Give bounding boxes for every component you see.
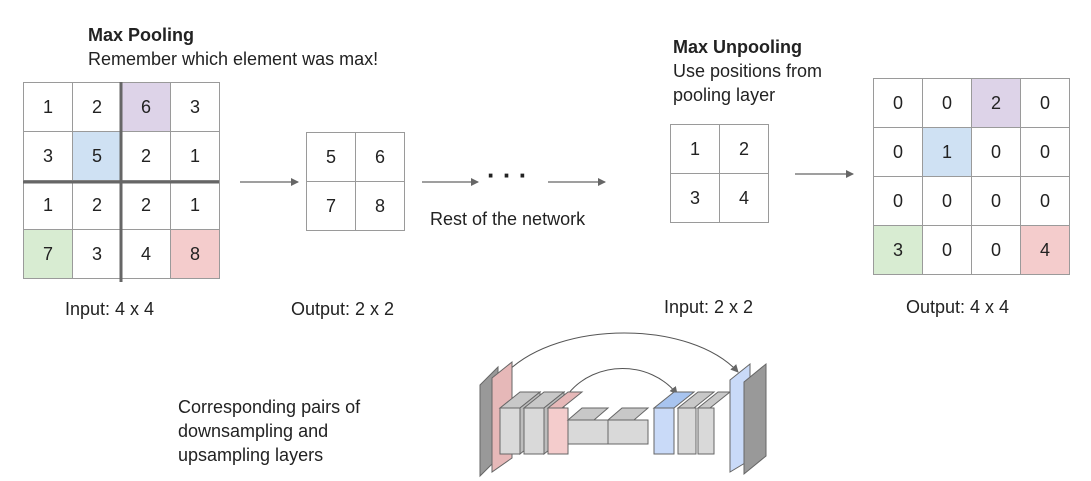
unpooling-input-caption: Input: 2 x 2: [664, 297, 754, 317]
unet-decoder-blocks: [652, 362, 767, 476]
grid-cell: 4: [121, 229, 171, 279]
pooling-output-grid: 5 6 7 8: [306, 132, 405, 231]
unet-block-red: [547, 407, 569, 455]
pooling-input-grid: 1 2 6 3 3 5 2 1 1 2 2 1 7 3 4 8: [23, 82, 220, 279]
unet-block: [523, 407, 545, 455]
grid-cell-purple: 2: [971, 78, 1021, 128]
grid-cell: 1: [170, 131, 220, 181]
grid-cell: 8: [355, 181, 405, 231]
grid-cell: 0: [922, 225, 972, 275]
grid-cell: 4: [719, 173, 769, 223]
grid-cell: 3: [23, 131, 73, 181]
rest-of-network-label: Rest of the network: [430, 209, 586, 229]
table-row: 0 1 0 0: [873, 127, 1070, 177]
unet-block: [566, 407, 610, 421]
max-pooling-title: Max Pooling: [88, 25, 195, 45]
unet-caption-line-2: downsampling and: [178, 421, 329, 441]
grid-cell: 1: [170, 180, 220, 230]
grid-cell: 5: [306, 132, 356, 182]
skip-connection-outer-arc: [506, 332, 739, 373]
grid-cell: 3: [72, 229, 122, 279]
unpooling-subtitle-line-1: Use positions from: [673, 61, 823, 81]
max-pooling-subtitle: Remember which element was max!: [88, 49, 379, 69]
pooling-input-caption: Input: 4 x 4: [65, 299, 155, 319]
unpooling-output-caption: Output: 4 x 4: [906, 297, 1010, 317]
unet-block: [697, 407, 715, 455]
grid-cell-blue: 1: [922, 127, 972, 177]
grid-cell: 6: [355, 132, 405, 182]
grid-cell: 0: [971, 127, 1021, 177]
table-row: 5 6: [306, 132, 405, 182]
grid-cell-max-blue: 5: [72, 131, 122, 181]
table-row: 3 4: [670, 173, 769, 223]
table-row: 3 5 2 1: [23, 131, 220, 181]
unet-block: [677, 407, 697, 455]
skip-connection-inner-arc: [567, 368, 678, 395]
ellipsis-dots: · · ·: [487, 160, 528, 190]
unet-block-blue: [653, 407, 675, 455]
table-row: 7 3 4 8: [23, 229, 220, 279]
max-unpooling-title: Max Unpooling: [673, 37, 802, 57]
table-row: 1 2 6 3: [23, 82, 220, 132]
unpooling-subtitle-line-2: pooling layer: [673, 85, 776, 105]
grid-cell-red: 4: [1020, 225, 1070, 275]
grid-cell: 1: [23, 82, 73, 132]
grid-cell-max-green: 7: [23, 229, 73, 279]
grid-cell-max-red: 8: [170, 229, 220, 279]
grid-cell: 3: [170, 82, 220, 132]
unet-caption-line-3: upsampling layers: [178, 445, 324, 465]
unet-encoder-blocks: [479, 360, 650, 478]
unet-block: [743, 362, 767, 476]
unet-caption-line-1: Corresponding pairs of: [178, 397, 361, 417]
grid-cell: 2: [719, 124, 769, 174]
unet-block: [606, 407, 650, 421]
grid-cell: 7: [306, 181, 356, 231]
table-row: 7 8: [306, 181, 405, 231]
unet-block: [607, 419, 649, 445]
table-row: 3 0 0 4: [873, 225, 1070, 275]
grid-cell-max-purple: 6: [121, 82, 171, 132]
table-row: 0 0 0 0: [873, 176, 1070, 226]
unet-block: [499, 407, 521, 455]
grid-cell: 2: [72, 82, 122, 132]
unpooling-output-grid: 0 0 2 0 0 1 0 0 0 0 0 0 3 0 0 4: [873, 78, 1070, 275]
grid-cell: 0: [1020, 176, 1070, 226]
grid-cell: 0: [1020, 127, 1070, 177]
grid-cell-green: 3: [873, 225, 923, 275]
unpooling-input-grid: 1 2 3 4: [670, 124, 769, 223]
pooling-output-caption: Output: 2 x 2: [291, 299, 395, 319]
table-row: 0 0 2 0: [873, 78, 1070, 128]
unet-block: [567, 419, 609, 445]
